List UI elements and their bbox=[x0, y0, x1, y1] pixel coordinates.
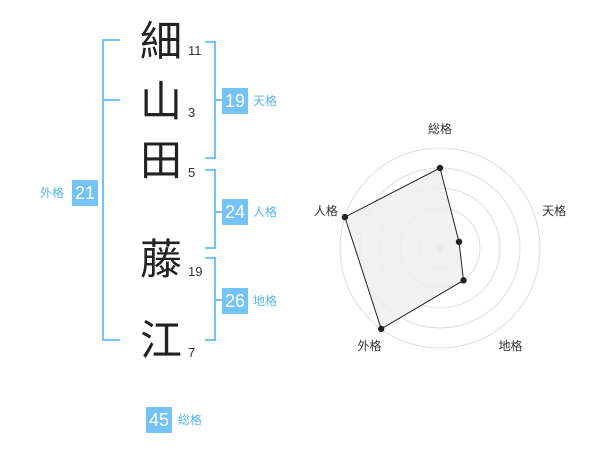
name-char-3: 田 bbox=[140, 136, 183, 185]
chikaku-label: 地格 bbox=[253, 294, 278, 308]
radar-grid-ring bbox=[339, 147, 541, 349]
radar-point-4 bbox=[378, 325, 385, 333]
name-char-5: 江 bbox=[140, 316, 183, 365]
gaikaku-badge: 21 bbox=[72, 180, 98, 206]
radar-point-1 bbox=[436, 164, 444, 172]
stroke-count-3: 5 bbox=[188, 165, 196, 180]
soukaku-badge: 45 bbox=[146, 407, 172, 433]
stroke-count-5: 7 bbox=[188, 345, 196, 360]
radar-axis-label-3: 地格 bbox=[498, 338, 523, 353]
radar-point-5 bbox=[341, 213, 349, 221]
chikaku-badge: 26 bbox=[222, 288, 248, 314]
gaikaku-label: 外格 bbox=[40, 186, 65, 200]
tenkaku-label: 天格 bbox=[253, 94, 278, 108]
radar-axis-label-1: 総格 bbox=[428, 121, 453, 136]
radar-axis-label-4: 外格 bbox=[357, 338, 382, 353]
stroke-count-1: 11 bbox=[188, 43, 202, 58]
radar-point-3 bbox=[460, 277, 467, 284]
jinkaku-label: 人格 bbox=[253, 205, 278, 219]
stroke-count-4: 19 bbox=[188, 264, 203, 279]
name-char-4: 藤 bbox=[140, 235, 183, 284]
jinkaku-badge: 24 bbox=[222, 199, 248, 225]
name-char-1: 細 bbox=[140, 17, 183, 66]
radar-axis-label-5: 人格 bbox=[313, 204, 338, 219]
name-char-2: 山 bbox=[140, 77, 183, 126]
radar-axis-label-2: 天格 bbox=[542, 204, 567, 219]
soukaku-label: 総格 bbox=[178, 413, 203, 427]
stroke-count-2: 3 bbox=[188, 105, 196, 120]
radar-point-2 bbox=[455, 238, 463, 246]
radar-polygon bbox=[344, 167, 465, 330]
gaikaku-bracket bbox=[102, 39, 120, 341]
jinkaku-bracket bbox=[205, 169, 216, 249]
tenkaku-badge: 19 bbox=[222, 88, 248, 114]
